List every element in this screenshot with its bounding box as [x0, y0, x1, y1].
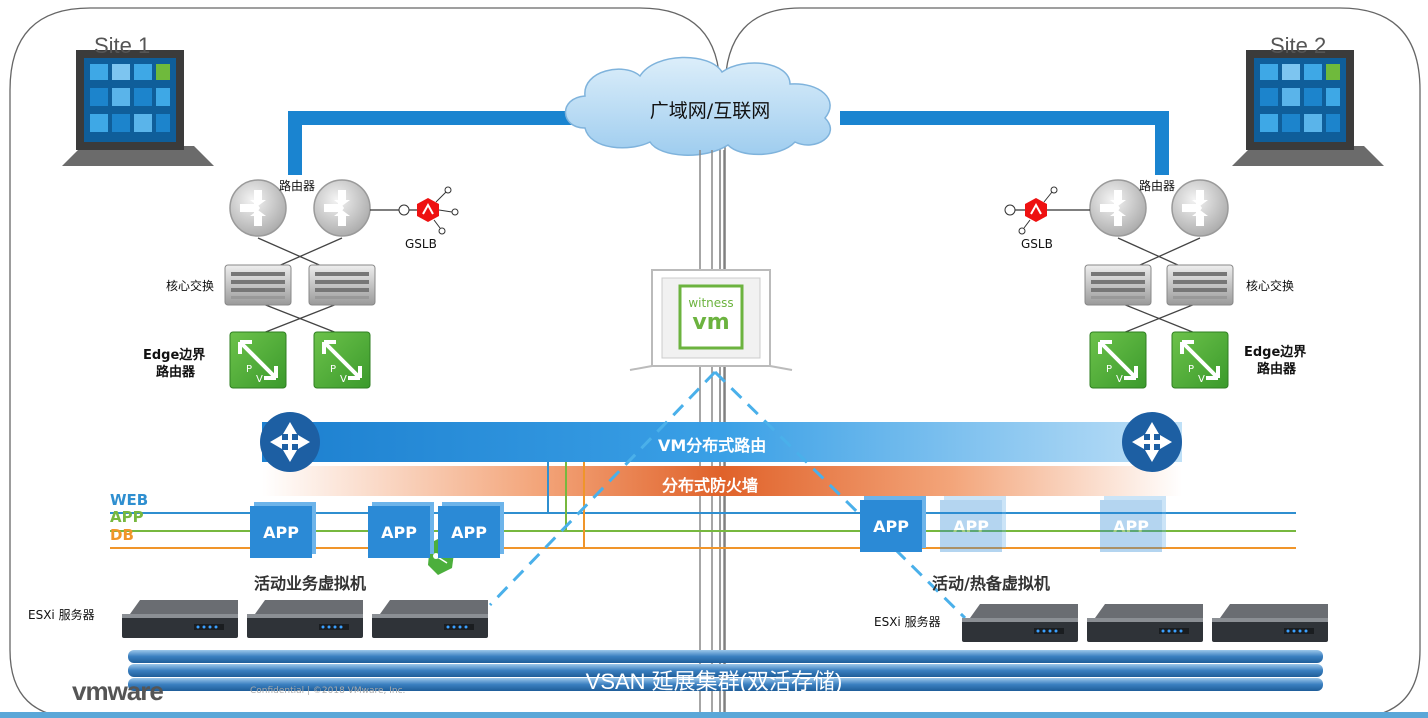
- site2-vm-group-label: 活动/热备虚拟机: [932, 574, 1050, 593]
- site2-esxi-label: ESXi 服务器: [874, 615, 941, 629]
- site1-datacenter-icon: [62, 50, 214, 166]
- site1-edge-1-icon: [228, 330, 288, 390]
- site2-router-2-icon: [1171, 179, 1229, 237]
- firewall-band-label: 分布式防火墙: [662, 476, 759, 495]
- site2-esxi-server-3-icon: [1212, 604, 1328, 642]
- site2-core-switch-label: 核心交换: [1246, 279, 1295, 293]
- site2-core-switch-2-icon: [1166, 264, 1234, 306]
- site1-router-1-icon: [229, 179, 287, 237]
- site1-core-switch-label: 核心交换: [166, 279, 215, 293]
- web-network-label: WEB: [110, 491, 149, 509]
- site2-router-1-icon: [1089, 179, 1147, 237]
- footer-confidential: Confidential | ©2018 VMware, Inc.: [250, 686, 406, 696]
- site1-core-switch-2-icon: [308, 264, 376, 306]
- app-network-label: APP: [110, 508, 144, 526]
- site2-gslb-label: GSLB: [1021, 237, 1053, 251]
- witness-vm-label: vm: [692, 310, 730, 335]
- site1-esxi-server-3-icon: [372, 600, 488, 638]
- site2-esxi-server-2-icon: [1087, 604, 1203, 642]
- firewall-band: [262, 466, 1182, 496]
- routing-band-label: VM分布式路由: [658, 436, 767, 455]
- site2-esxi-server-1-icon: [962, 604, 1078, 642]
- db-network-label: DB: [110, 526, 134, 544]
- witness-label: witness: [688, 296, 734, 310]
- site1-edge-2-icon: [312, 330, 372, 390]
- footer-bar: [0, 712, 1428, 718]
- site2-datacenter-icon: [1232, 50, 1384, 166]
- site1-core-switch-1-icon: [224, 264, 292, 306]
- vsan-label: VSAN 延展集群(双活存储): [585, 669, 843, 694]
- site1-vm-group-label: 活动业务虚拟机: [254, 574, 367, 593]
- site1-router-label: 路由器: [279, 179, 316, 193]
- site1-esxi-label: ESXi 服务器: [28, 608, 95, 622]
- wan-link-left: [288, 111, 590, 175]
- site2-router-label: 路由器: [1139, 179, 1176, 193]
- app-vm-standby-1[interactable]: APP: [940, 500, 1002, 552]
- site2-edge-label-1: Edge边界: [1244, 345, 1307, 360]
- app-vm-standby-2[interactable]: APP: [1100, 500, 1162, 552]
- routing-band: [262, 422, 1182, 462]
- site2-distributed-router-icon: [1122, 412, 1182, 472]
- witness-vm-icon: [678, 284, 744, 350]
- vsan-cluster-icon: [128, 650, 1323, 691]
- site1-edge-label-2: 路由器: [156, 365, 196, 380]
- wan-label: 广域网/互联网: [649, 100, 771, 122]
- wan-cloud-icon: [564, 56, 832, 156]
- site2-boundary: [724, 7, 1421, 718]
- site1-gslb-label: GSLB: [405, 237, 437, 251]
- site2-edge-label-2: 路由器: [1257, 362, 1297, 377]
- app-vm-1[interactable]: APP: [250, 506, 312, 558]
- site2-title: Site 2: [1270, 33, 1327, 58]
- wan-link-right: [840, 111, 1169, 175]
- site1-router-2-icon: [313, 179, 371, 237]
- site1-title: Site 1: [94, 33, 151, 58]
- app-vm-3[interactable]: APP: [438, 506, 500, 558]
- vmware-logo: vmware: [72, 676, 164, 706]
- app-vm-4[interactable]: APP: [860, 500, 922, 552]
- site1-esxi-server-1-icon: [122, 600, 238, 638]
- app-vm-2[interactable]: APP: [368, 506, 430, 558]
- site1-boundary: [9, 7, 721, 718]
- witness-link-left: [488, 370, 717, 607]
- site1-esxi-server-2-icon: [247, 600, 363, 638]
- site2-core-switch-1-icon: [1084, 264, 1152, 306]
- witness-link-right: [713, 370, 967, 620]
- site2-edge-1-icon: [1088, 330, 1148, 390]
- site1-distributed-router-icon: [260, 412, 320, 472]
- site1-edge-label-1: Edge边界: [143, 348, 206, 363]
- site2-edge-2-icon: [1170, 330, 1230, 390]
